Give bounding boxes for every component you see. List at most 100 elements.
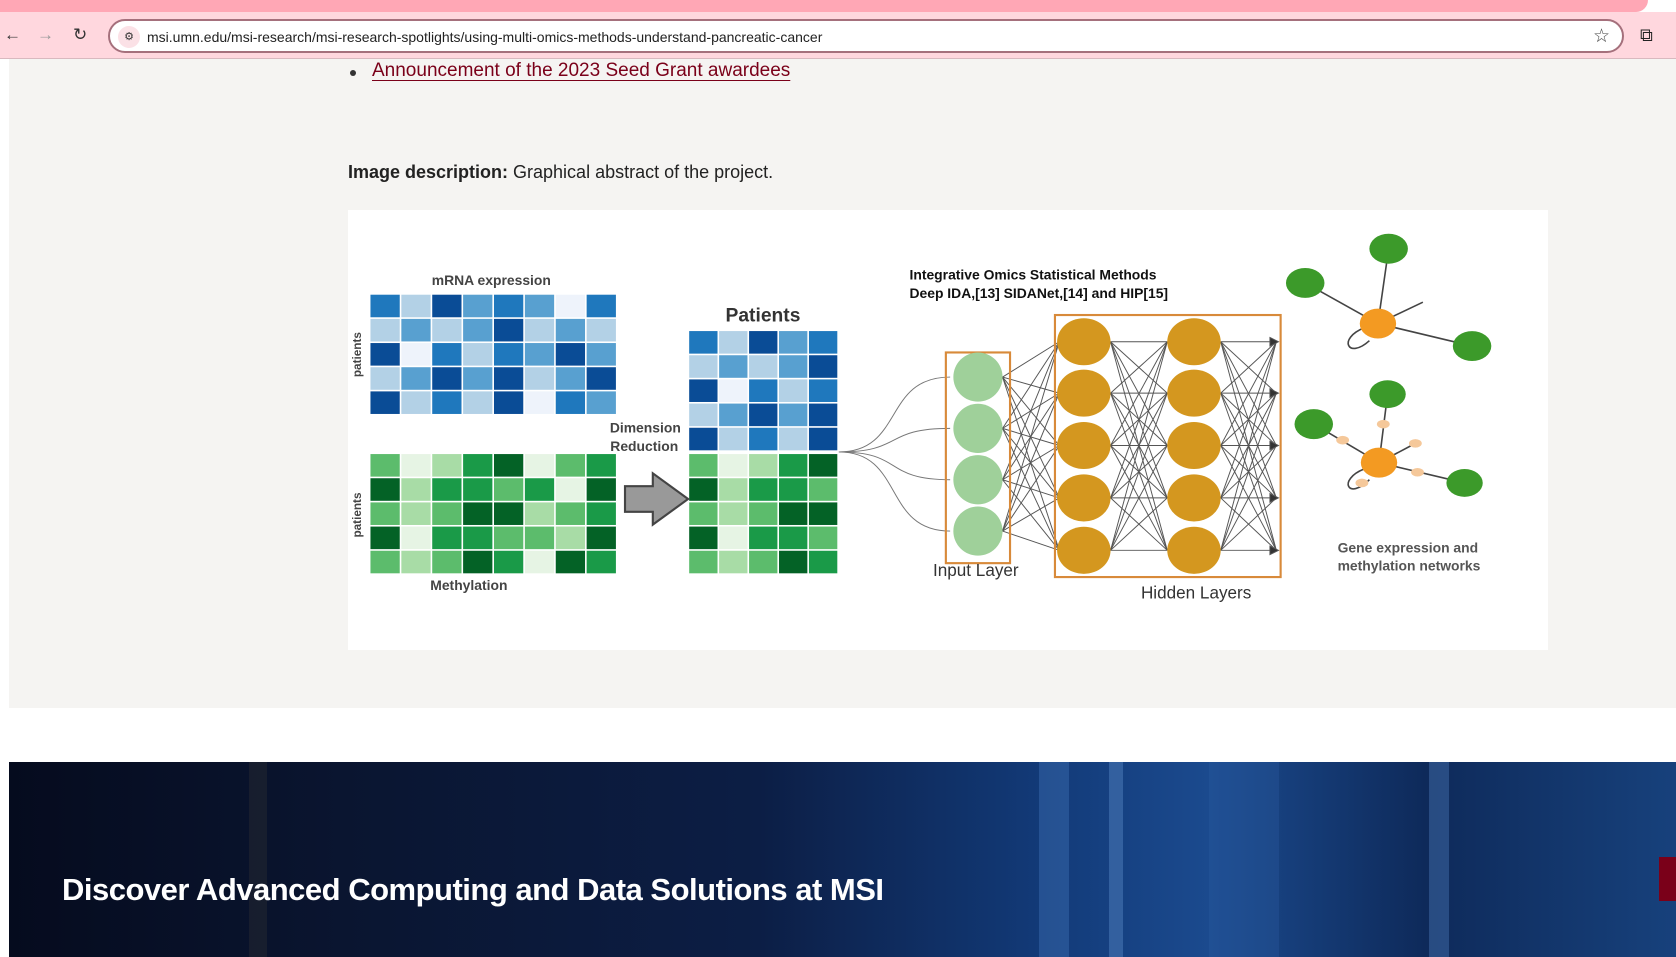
patients-blue-cell [779, 355, 808, 378]
mrna-heatmap-cell [401, 318, 431, 342]
patients-green-cell [779, 550, 808, 574]
mrna-label: mRNA expression [432, 272, 551, 288]
hidden-node [1057, 318, 1111, 366]
methylation-heatmap-cell [463, 550, 493, 574]
nn-edge [1002, 341, 1060, 532]
back-icon[interactable]: ← [4, 25, 21, 44]
hidden-layers-box [1053, 313, 1282, 579]
methylation-heatmap-cell [401, 502, 431, 525]
hidden-node [1057, 526, 1111, 574]
methylation-heatmap-cell [432, 502, 462, 525]
patients-blue-cell [808, 331, 838, 354]
methylation-heatmap-cell [401, 550, 431, 574]
hidden-node [1167, 526, 1221, 574]
nn-edge [1220, 341, 1277, 394]
patients-green-cell [719, 478, 748, 501]
dimension-reduction-arrow [623, 471, 690, 527]
mrna-heatmap-cell [555, 367, 586, 390]
nn-edge [1220, 497, 1277, 551]
input-connection [838, 451, 951, 532]
patients-blue-cell [719, 355, 748, 378]
graphical-abstract-svg: mRNA expression patients patients Methyl… [351, 233, 1492, 602]
mrna-heatmap-cell [586, 318, 616, 342]
url-text[interactable]: msi.umn.edu/msi-research/msi-research-sp… [147, 29, 823, 45]
patients-blue-cell [749, 355, 778, 378]
graphical-abstract: mRNA expression patients patients Methyl… [348, 210, 1548, 650]
methylation-heatmap-cell [493, 478, 524, 501]
output-arrow [1269, 440, 1280, 451]
image-description-text: Graphical abstract of the project. [508, 162, 774, 182]
nn-edge [1002, 341, 1060, 480]
nn-edge [1002, 341, 1060, 378]
patients-blue-cell [749, 331, 778, 354]
methylation-network [1294, 380, 1483, 497]
patients-green-cell [689, 526, 718, 550]
patients-green-cell [719, 526, 748, 550]
methylation-heatmap-cell [555, 502, 586, 525]
mrna-heatmap-cell [555, 318, 586, 342]
nn-edge [1110, 392, 1168, 551]
output-arrow [1269, 492, 1280, 503]
mrna-heatmap-cell [432, 391, 462, 414]
mrna-heatmap-cell [432, 294, 462, 318]
hidden-node [1167, 421, 1221, 470]
mrna-heatmap-cell [524, 391, 555, 414]
address-bar[interactable]: ⚙ msi.umn.edu/msi-research/msi-research-… [108, 19, 1624, 53]
mrna-heatmap-cell [586, 343, 616, 366]
patients-green-cell [749, 526, 778, 550]
patients-axis-mrna: patients [351, 332, 364, 378]
output-arrow [1269, 336, 1280, 347]
nn-edge [1220, 392, 1277, 551]
networks-label-2: methylation networks [1338, 558, 1481, 574]
methylation-heatmap-cell [401, 454, 431, 477]
reload-icon[interactable]: ↻ [73, 25, 88, 44]
input-connection [838, 376, 951, 453]
mrna-heatmap-cell [586, 367, 616, 390]
patients-green-cell [749, 502, 778, 525]
patients-blue-cell [808, 403, 838, 427]
patients-green-cell [689, 550, 718, 574]
site-settings-icon[interactable]: ⚙ [118, 26, 140, 48]
patients-title: Patients [726, 305, 801, 326]
methylation-heatmap-cell [463, 526, 493, 550]
mrna-heatmap-cell [586, 294, 616, 318]
output-arrow [1269, 545, 1280, 556]
patients-green-cell [719, 550, 748, 574]
extensions-icon[interactable]: ⧉ [1640, 25, 1653, 45]
mrna-heatmap-cell [370, 318, 400, 342]
mrna-heatmap-cell [463, 294, 493, 318]
seed-grant-link[interactable]: Announcement of the 2023 Seed Grant awar… [372, 60, 791, 81]
methylation-heatmap-cell [555, 478, 586, 501]
nn-edge [1110, 497, 1168, 551]
nn-edge [1110, 341, 1168, 394]
methylation-heatmap-cell [432, 454, 462, 477]
nn-edge [1110, 341, 1168, 446]
methylation-heatmap-cell [555, 454, 586, 477]
input-layer-label: Input Layer [933, 561, 1019, 580]
forward-icon[interactable]: → [37, 25, 54, 44]
mrna-heatmap-cell [524, 343, 555, 366]
bookmark-star-icon[interactable]: ☆ [1592, 26, 1610, 47]
nn-edge [1110, 445, 1168, 551]
mrna-heatmap-cell [524, 367, 555, 390]
networks-label-1: Gene expression and [1338, 539, 1479, 555]
input-node [953, 506, 1003, 556]
reduction-label: Reduction [610, 438, 678, 454]
methylation-heatmap-cell [586, 502, 616, 525]
mrna-heatmap-cell [370, 391, 400, 414]
side-tab[interactable] [1659, 857, 1676, 901]
network-node [1369, 233, 1408, 264]
patients-blue-cell [689, 379, 718, 402]
methylation-heatmap-cell [432, 550, 462, 574]
banner-title: Discover Advanced Computing and Data Sol… [62, 872, 884, 907]
methylation-heatmap-cell [524, 526, 555, 550]
mrna-heatmap-cell [493, 294, 524, 318]
nn-edge [1220, 341, 1277, 499]
mrna-heatmap-cell [493, 343, 524, 366]
methods-title-2: Deep IDA,[13] SIDANet,[14] and HIP[15] [909, 285, 1168, 301]
input-connection [838, 427, 951, 453]
hidden-node [1057, 421, 1111, 470]
patients-green-cell [749, 454, 778, 477]
network-node [1285, 267, 1325, 298]
methylation-heatmap-cell [524, 550, 555, 574]
